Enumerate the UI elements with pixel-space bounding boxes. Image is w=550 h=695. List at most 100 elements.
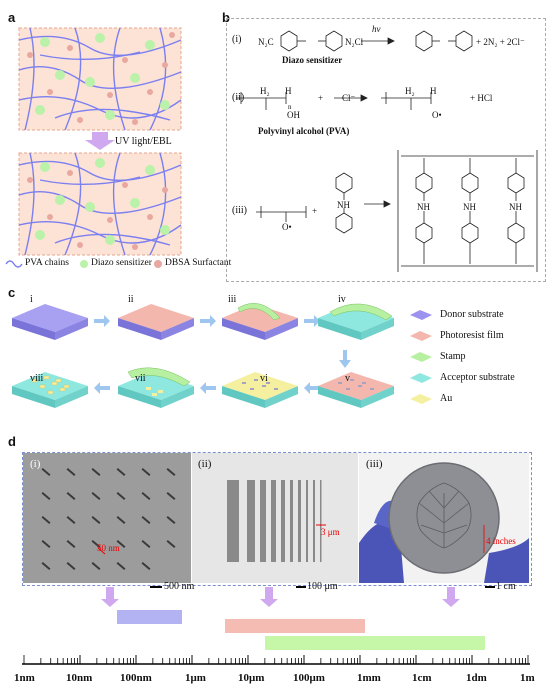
- optical-image-gratings: [192, 453, 358, 583]
- panel-d-frame: [22, 452, 532, 586]
- annotation-4inches: 4 inches: [486, 536, 516, 546]
- step-i-substrate: [12, 304, 88, 340]
- hcl-label: + HCl: [470, 93, 493, 103]
- h-label: H: [285, 86, 292, 96]
- nh-iii: NH: [337, 200, 350, 210]
- dbsa-dot-icon: [154, 260, 162, 268]
- nano-dashes: [41, 468, 176, 570]
- step-i: (i): [232, 34, 242, 45]
- image-iii-label: (iii): [366, 458, 383, 470]
- leaf-pattern: [416, 482, 472, 549]
- legend-stamp: Stamp: [440, 351, 466, 362]
- arrow-icon: [94, 315, 110, 327]
- down-arrow-icon: [260, 587, 278, 607]
- step-iv-substrate: [318, 303, 394, 340]
- panel-a-figure: [5, 27, 182, 268]
- log-scale-axis: [22, 655, 530, 665]
- plus-iii: +: [312, 206, 318, 216]
- nh-net-2: NH: [463, 202, 476, 212]
- arrow-icon: [304, 382, 320, 394]
- legend-photoresist: Photoresist film: [440, 330, 504, 341]
- plus-ii: +: [318, 93, 324, 103]
- panel-label-b: b: [222, 10, 230, 25]
- arrow-icon: [200, 382, 216, 394]
- tick-1m: 1m: [520, 672, 535, 684]
- tick-1um: 1μm: [185, 672, 206, 684]
- tick-1mm: 1mm: [357, 672, 381, 684]
- h2-label: H₂: [260, 86, 270, 96]
- h-label-2: H: [430, 86, 437, 96]
- n2cl-label: N₂Cl: [345, 37, 364, 47]
- panel-c-figure: [12, 303, 432, 408]
- arrow-icon: [94, 382, 110, 394]
- c-step-i: i: [30, 294, 33, 305]
- range-bar-macroscale: [265, 636, 485, 650]
- photo-wafer: [359, 453, 529, 583]
- legend-dbsa: DBSA Surfactant: [165, 258, 232, 268]
- annotation-50nm: 50 nm: [97, 543, 120, 553]
- o-dot-iii: O•: [282, 222, 292, 232]
- down-arrow-icon: [101, 587, 119, 607]
- tick-1dm: 1dm: [466, 672, 487, 684]
- legend-pva: PVA chains: [25, 258, 69, 268]
- legend-diazo: Diazo sensitizer: [91, 258, 152, 268]
- scale-bar-iii: [485, 586, 495, 588]
- c-step-vii: vii: [135, 373, 146, 384]
- annotation-3um: 3 μm: [321, 527, 340, 537]
- hv-label: hv: [372, 24, 381, 34]
- image-i-label: (i): [30, 458, 41, 470]
- arrow-icon: [304, 315, 320, 327]
- c-step-vi: vi: [260, 373, 268, 384]
- image-ii-label: (ii): [198, 458, 212, 470]
- panel-b-frame: [226, 18, 546, 282]
- c-step-iii: iii: [228, 294, 237, 305]
- c-step-iv: iv: [338, 294, 346, 305]
- panel-label-c: c: [8, 285, 16, 300]
- c-step-ii: ii: [128, 294, 134, 305]
- legend-acceptor: Acceptor substrate: [440, 372, 515, 383]
- tick-10um: 10μm: [238, 672, 265, 684]
- benzene-ring: [280, 30, 298, 52]
- cl-label: Cl⁻: [342, 93, 356, 103]
- scale-bar-ii: [296, 586, 306, 588]
- c-step-viii: viii: [30, 373, 44, 384]
- products-i: + 2N₂ + 2Cl⁻: [476, 37, 525, 47]
- step-vii-substrate: [118, 367, 194, 408]
- down-arrow-icon: [339, 350, 351, 368]
- step-iii: (iii): [232, 205, 247, 216]
- oh-label: OH: [287, 110, 300, 120]
- sem-image-nanopattern: [23, 453, 191, 583]
- step-viii-substrate: [12, 372, 88, 408]
- panel-c-legend-swatches: [410, 310, 432, 404]
- nh-net-3: NH: [509, 202, 522, 212]
- range-bar-microscale: [225, 619, 365, 633]
- pva-network-after: [18, 152, 182, 256]
- n-sub-ii: n: [288, 103, 292, 111]
- image-arrows: [101, 587, 460, 607]
- caption-pva: Polyvinyl alcohol (PVA): [258, 126, 350, 136]
- down-arrow-icon: [442, 587, 460, 607]
- legend-donor: Donor substrate: [440, 309, 504, 320]
- panel-label-a: a: [8, 10, 16, 25]
- tick-1nm: 1nm: [14, 672, 35, 684]
- pva-chain-icon: [5, 260, 23, 268]
- step-iii-substrate: [222, 303, 298, 340]
- scale-label-i: 500 nm: [164, 581, 195, 592]
- pva-network-before: [18, 27, 182, 131]
- reaction-schemes: [236, 30, 538, 272]
- o-dot-ii: O•: [432, 110, 442, 120]
- c-step-v: v: [345, 373, 350, 384]
- h2-label-2: H₂: [405, 86, 415, 96]
- scale-label-ii: 100 μm: [307, 581, 338, 592]
- tick-1cm: 1cm: [412, 672, 432, 684]
- diazo-dot-icon: [80, 260, 88, 268]
- arrow-icon: [200, 315, 216, 327]
- down-arrow-icon: [85, 132, 115, 150]
- step-ii-substrate: [118, 304, 194, 340]
- scale-bar-i: [150, 586, 162, 588]
- panel-label-d: d: [8, 434, 16, 449]
- range-bar-nanoscale: [117, 610, 182, 624]
- step-v-substrate: [318, 372, 394, 408]
- tick-10nm: 10nm: [66, 672, 93, 684]
- caption-diazo: Diazo sensitizer: [282, 55, 343, 65]
